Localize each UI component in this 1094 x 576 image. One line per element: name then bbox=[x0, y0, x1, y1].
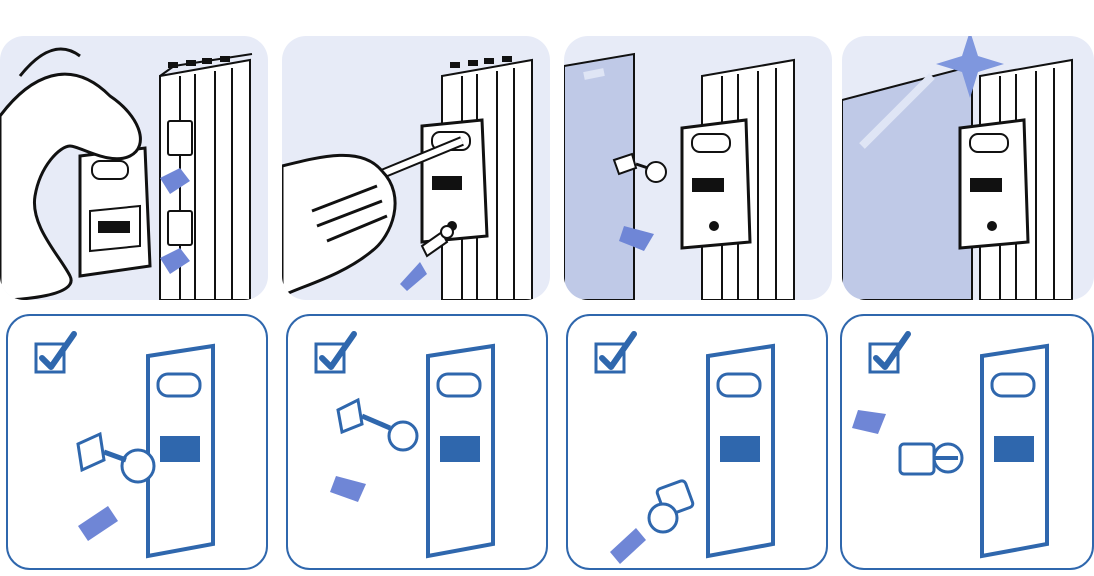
clip-icon bbox=[148, 346, 213, 556]
clip-icon bbox=[708, 346, 773, 556]
result-illustration-2 bbox=[288, 316, 548, 570]
arrow-icon bbox=[400, 262, 427, 291]
clip-icon bbox=[422, 120, 487, 242]
step-panel-4 bbox=[842, 36, 1094, 300]
arrow-icon bbox=[330, 476, 366, 502]
check-box-icon bbox=[596, 334, 634, 372]
check-box-icon bbox=[316, 334, 354, 372]
arrow-icon bbox=[610, 528, 646, 564]
result-panel-2 bbox=[286, 314, 548, 570]
step-illustration-3 bbox=[564, 36, 832, 300]
check-box-icon bbox=[870, 334, 908, 372]
step-panel-2 bbox=[282, 36, 550, 300]
step-illustration-1 bbox=[0, 36, 268, 300]
result-panel-3 bbox=[566, 314, 828, 570]
panel-pin-icon bbox=[649, 480, 694, 532]
bracket-icon bbox=[168, 211, 192, 245]
bracket-icon bbox=[168, 121, 192, 155]
glass-panel-icon bbox=[564, 54, 634, 300]
result-illustration-1 bbox=[8, 316, 268, 570]
result-illustration-3 bbox=[568, 316, 828, 570]
clip-icon bbox=[982, 346, 1047, 556]
arrow-icon bbox=[852, 410, 886, 434]
result-panel-1 bbox=[6, 314, 268, 570]
step-panel-1 bbox=[0, 36, 268, 300]
result-panel-4 bbox=[840, 314, 1094, 570]
step-illustration-2 bbox=[282, 36, 550, 300]
panel-pin-icon bbox=[900, 444, 962, 474]
clip-icon bbox=[960, 120, 1028, 248]
clip-icon bbox=[428, 346, 493, 556]
step-illustration-4 bbox=[842, 36, 1094, 300]
result-illustration-4 bbox=[842, 316, 1094, 570]
arrow-icon bbox=[78, 506, 118, 541]
step-panel-3 bbox=[564, 36, 832, 300]
clip-icon bbox=[80, 148, 150, 276]
panel-pin-icon bbox=[78, 434, 154, 482]
clip-icon bbox=[682, 120, 750, 248]
check-box-icon bbox=[36, 334, 74, 372]
panel-pin-icon bbox=[338, 400, 417, 450]
hand-icon bbox=[282, 155, 395, 296]
